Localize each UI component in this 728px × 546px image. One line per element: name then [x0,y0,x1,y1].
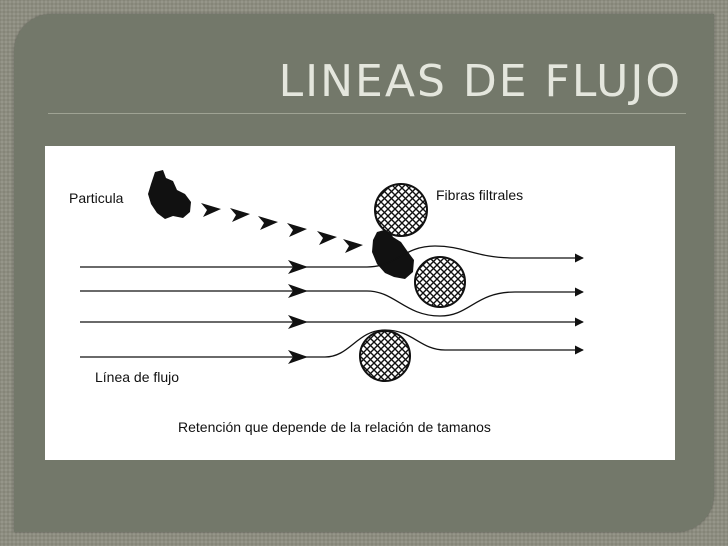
fiber-middle [414,256,466,308]
diagram-caption: Retención que depende de la relación de … [178,419,491,435]
particle-trajectory [201,203,363,253]
slide-title: LINEAS DE FLUJO [278,56,682,107]
particle-blob [148,170,191,219]
fibers-label: Fibras filtrales [436,187,523,203]
fiber-top [374,183,428,237]
flow-direction-arrows [288,260,308,364]
streamline-2 [80,287,584,317]
flow-lines-figure: Particula Fibras filtrales Línea de fluj… [45,146,675,460]
flow-arrow-2 [288,284,308,298]
captured-particle [372,229,414,279]
fiber-bottom [359,330,411,382]
flow-line-label: Línea de flujo [95,369,179,385]
flow-arrow-3 [288,315,308,329]
trajectory-arrow-1 [201,203,221,217]
streamline-1 [80,245,584,268]
trajectory-arrow-5 [317,231,337,245]
trajectory-arrow-6 [343,239,363,253]
flow-arrow-4 [288,350,308,364]
streamline-4 [80,329,584,358]
flow-arrow-1 [288,260,308,274]
trajectory-arrow-3 [258,216,278,230]
streamlines [80,245,584,358]
particle-label: Particula [69,190,124,206]
filtration-diagram: Particula Fibras filtrales Línea de fluj… [69,170,584,435]
trajectory-arrow-4 [287,223,307,237]
trajectory-arrow-2 [230,208,250,222]
title-divider [48,113,686,114]
